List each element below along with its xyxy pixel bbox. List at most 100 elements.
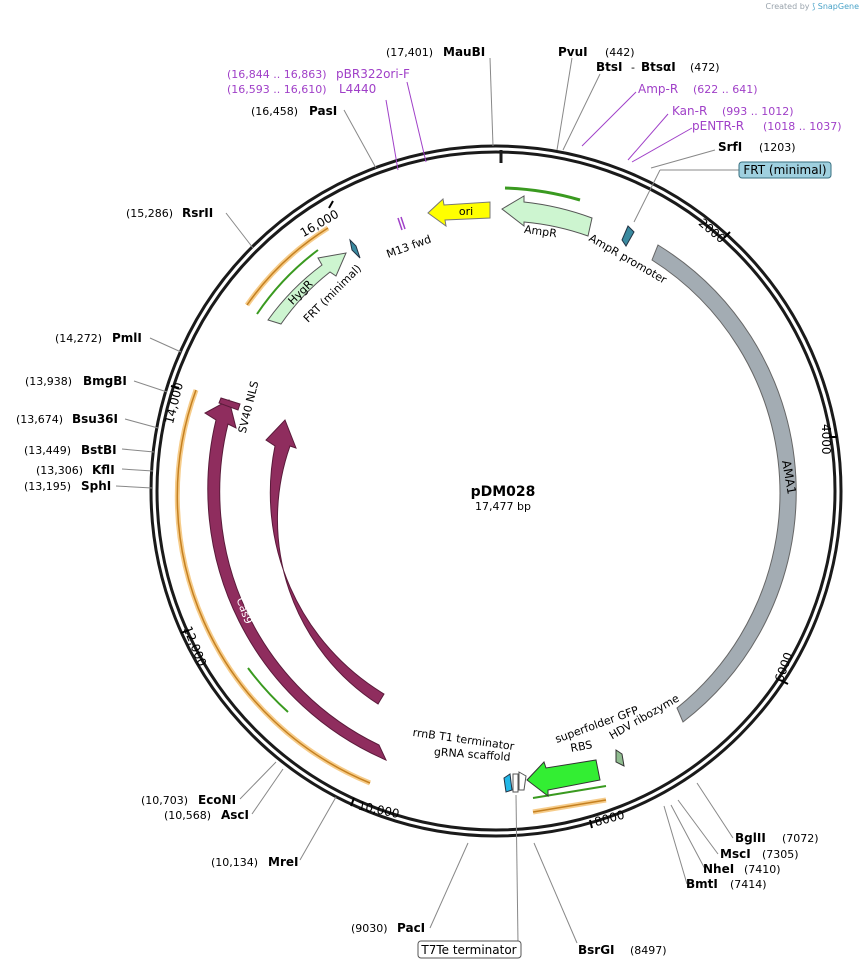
ori-feature[interactable] (427, 197, 491, 228)
frt-top-label: FRT (minimal) (743, 163, 826, 177)
leader-asci (251, 768, 284, 815)
primer-ampr-range: (622 .. 641) (693, 83, 758, 96)
t7te-label: T7Te terminator (420, 943, 516, 957)
tick-label-10000: 10,000 (357, 799, 401, 821)
leader-bsu36i (124, 418, 159, 429)
terminator-feature-b[interactable] (518, 771, 527, 791)
enzyme-msci[interactable]: MscI (720, 847, 751, 861)
enzyme-pasi-pos: (16,458) (251, 105, 298, 118)
leader-pentr (631, 127, 693, 163)
leader-btsi (562, 73, 601, 151)
tick-6000 (779, 679, 789, 685)
enzyme-kfli-pos: (13,306) (36, 464, 83, 477)
leader-maubi (489, 57, 494, 147)
leader-paci (429, 842, 469, 929)
enzyme-bglii[interactable]: BglII (735, 831, 766, 845)
leader-bmti (663, 805, 688, 885)
m13-mark-a (397, 217, 403, 231)
enzyme-bmti[interactable]: BmtI (686, 877, 718, 891)
enzyme-mrei[interactable]: MreI (268, 855, 298, 869)
cas9-orf-orange-core (176, 389, 371, 784)
enzyme-maubi-pos: (17,401) (386, 46, 433, 59)
leader-frt-down (633, 169, 661, 223)
leader-t7te (515, 794, 519, 944)
gfp-orf-orange-core (532, 799, 607, 813)
enzyme-asci[interactable]: AscI (221, 808, 249, 822)
tick-14000 (170, 385, 180, 389)
grna-label: gRNA scaffold (434, 745, 511, 763)
primer-pbr322ori[interactable]: pBR322ori-F (336, 67, 410, 81)
cas9-feature-outer[interactable] (204, 399, 388, 761)
primer-kanr-range: (993 .. 1012) (722, 105, 794, 118)
enzyme-pmli[interactable]: PmlI (112, 331, 142, 345)
enzyme-bglii-pos: (7072) (782, 832, 819, 845)
ama1-feature[interactable] (651, 244, 797, 723)
rbs-label: RBS (569, 738, 593, 755)
enzyme-paci[interactable]: PacI (397, 921, 425, 935)
frt-top-box[interactable] (738, 161, 832, 179)
enzyme-mrei-pos: (10,134) (211, 856, 258, 869)
tick-8000 (589, 819, 593, 829)
primer-leaders (385, 81, 693, 171)
leader-bmgbi (133, 380, 168, 393)
sfgfp-feature[interactable] (526, 759, 601, 798)
hygr-orf-orange-core (246, 227, 329, 306)
cas9-feature-inner[interactable] (265, 419, 385, 705)
enzyme-bsu36i[interactable]: Bsu36I (72, 412, 118, 426)
enzyme-kfli[interactable]: KflI (92, 463, 115, 477)
enzyme-nhei-pos: (7410) (744, 863, 781, 876)
primer-l4440[interactable]: L4440 (339, 82, 376, 96)
enzyme-pvui[interactable]: PvuI (558, 45, 588, 59)
leader-lines (115, 57, 740, 944)
terminator-feature-a[interactable] (512, 773, 519, 793)
ampr-feature[interactable] (501, 195, 593, 237)
leader-bstbi (121, 448, 155, 453)
enzyme-pasi[interactable]: PasI (309, 104, 337, 118)
frt-inner-feature[interactable] (349, 238, 361, 259)
gfp-orf-green (532, 785, 607, 799)
ama1-label: AMA1 (779, 459, 799, 495)
backbone-inner (155, 150, 837, 832)
leader-kfli (121, 468, 154, 472)
m13-label: M13 fwd (385, 233, 433, 261)
enzyme-rsrii[interactable]: RsrII (182, 206, 213, 220)
enzyme-btsi[interactable]: BtsI (596, 60, 623, 74)
primer-pentr-range: (1018 .. 1037) (763, 120, 842, 133)
enzyme-srfi-pos: (1203) (759, 141, 796, 154)
enzyme-nhei[interactable]: NheI (703, 862, 734, 876)
primer-kanr[interactable]: Kan-R (672, 104, 707, 118)
enzyme-bmgbi[interactable]: BmgBI (83, 374, 127, 388)
grna-feature[interactable] (503, 773, 513, 793)
hdv-feature[interactable] (615, 749, 625, 767)
enzyme-btsai[interactable]: BtsαI (641, 60, 676, 74)
t7te-box[interactable] (417, 940, 522, 959)
leader-l4440 (385, 99, 399, 171)
ampr-promoter-feature[interactable] (621, 225, 635, 247)
enzyme-bsrgi[interactable]: BsrGI (578, 943, 615, 957)
hygr-feature[interactable] (267, 252, 347, 325)
leader-nhei (670, 804, 706, 870)
enzyme-srfi[interactable]: SrfI (718, 140, 742, 154)
leader-pvui (556, 57, 573, 151)
enzyme-maubi[interactable]: MauBI (443, 45, 485, 59)
enzyme-rsrii-pos: (15,286) (126, 207, 173, 220)
enzyme-bstbi[interactable]: BstBI (81, 443, 117, 457)
credit-text: Created by (765, 2, 810, 11)
tick-label-12000: 12,000 (180, 624, 209, 668)
primer-l4440-range: (16,593 .. 16,610) (227, 83, 327, 96)
enzyme-sphi-pos: (13,195) (24, 480, 71, 493)
enzyme-bsu36i-pos: (13,674) (16, 413, 63, 426)
tick-12000 (180, 629, 190, 634)
leader-kanr (627, 113, 669, 161)
leader-srfi (650, 149, 716, 169)
ampr-orf-green (504, 186, 581, 202)
ampr-label: AmpR (523, 223, 558, 240)
sv40-nls-feature[interactable] (218, 397, 241, 411)
primer-pentr[interactable]: pENTR-R (692, 119, 744, 133)
primer-ampr[interactable]: Amp-R (638, 82, 678, 96)
leader-sphi (115, 485, 153, 489)
enzyme-econi[interactable]: EcoNI (198, 793, 236, 807)
enzyme-sphi[interactable]: SphI (81, 479, 111, 493)
tick-marks (170, 200, 837, 829)
